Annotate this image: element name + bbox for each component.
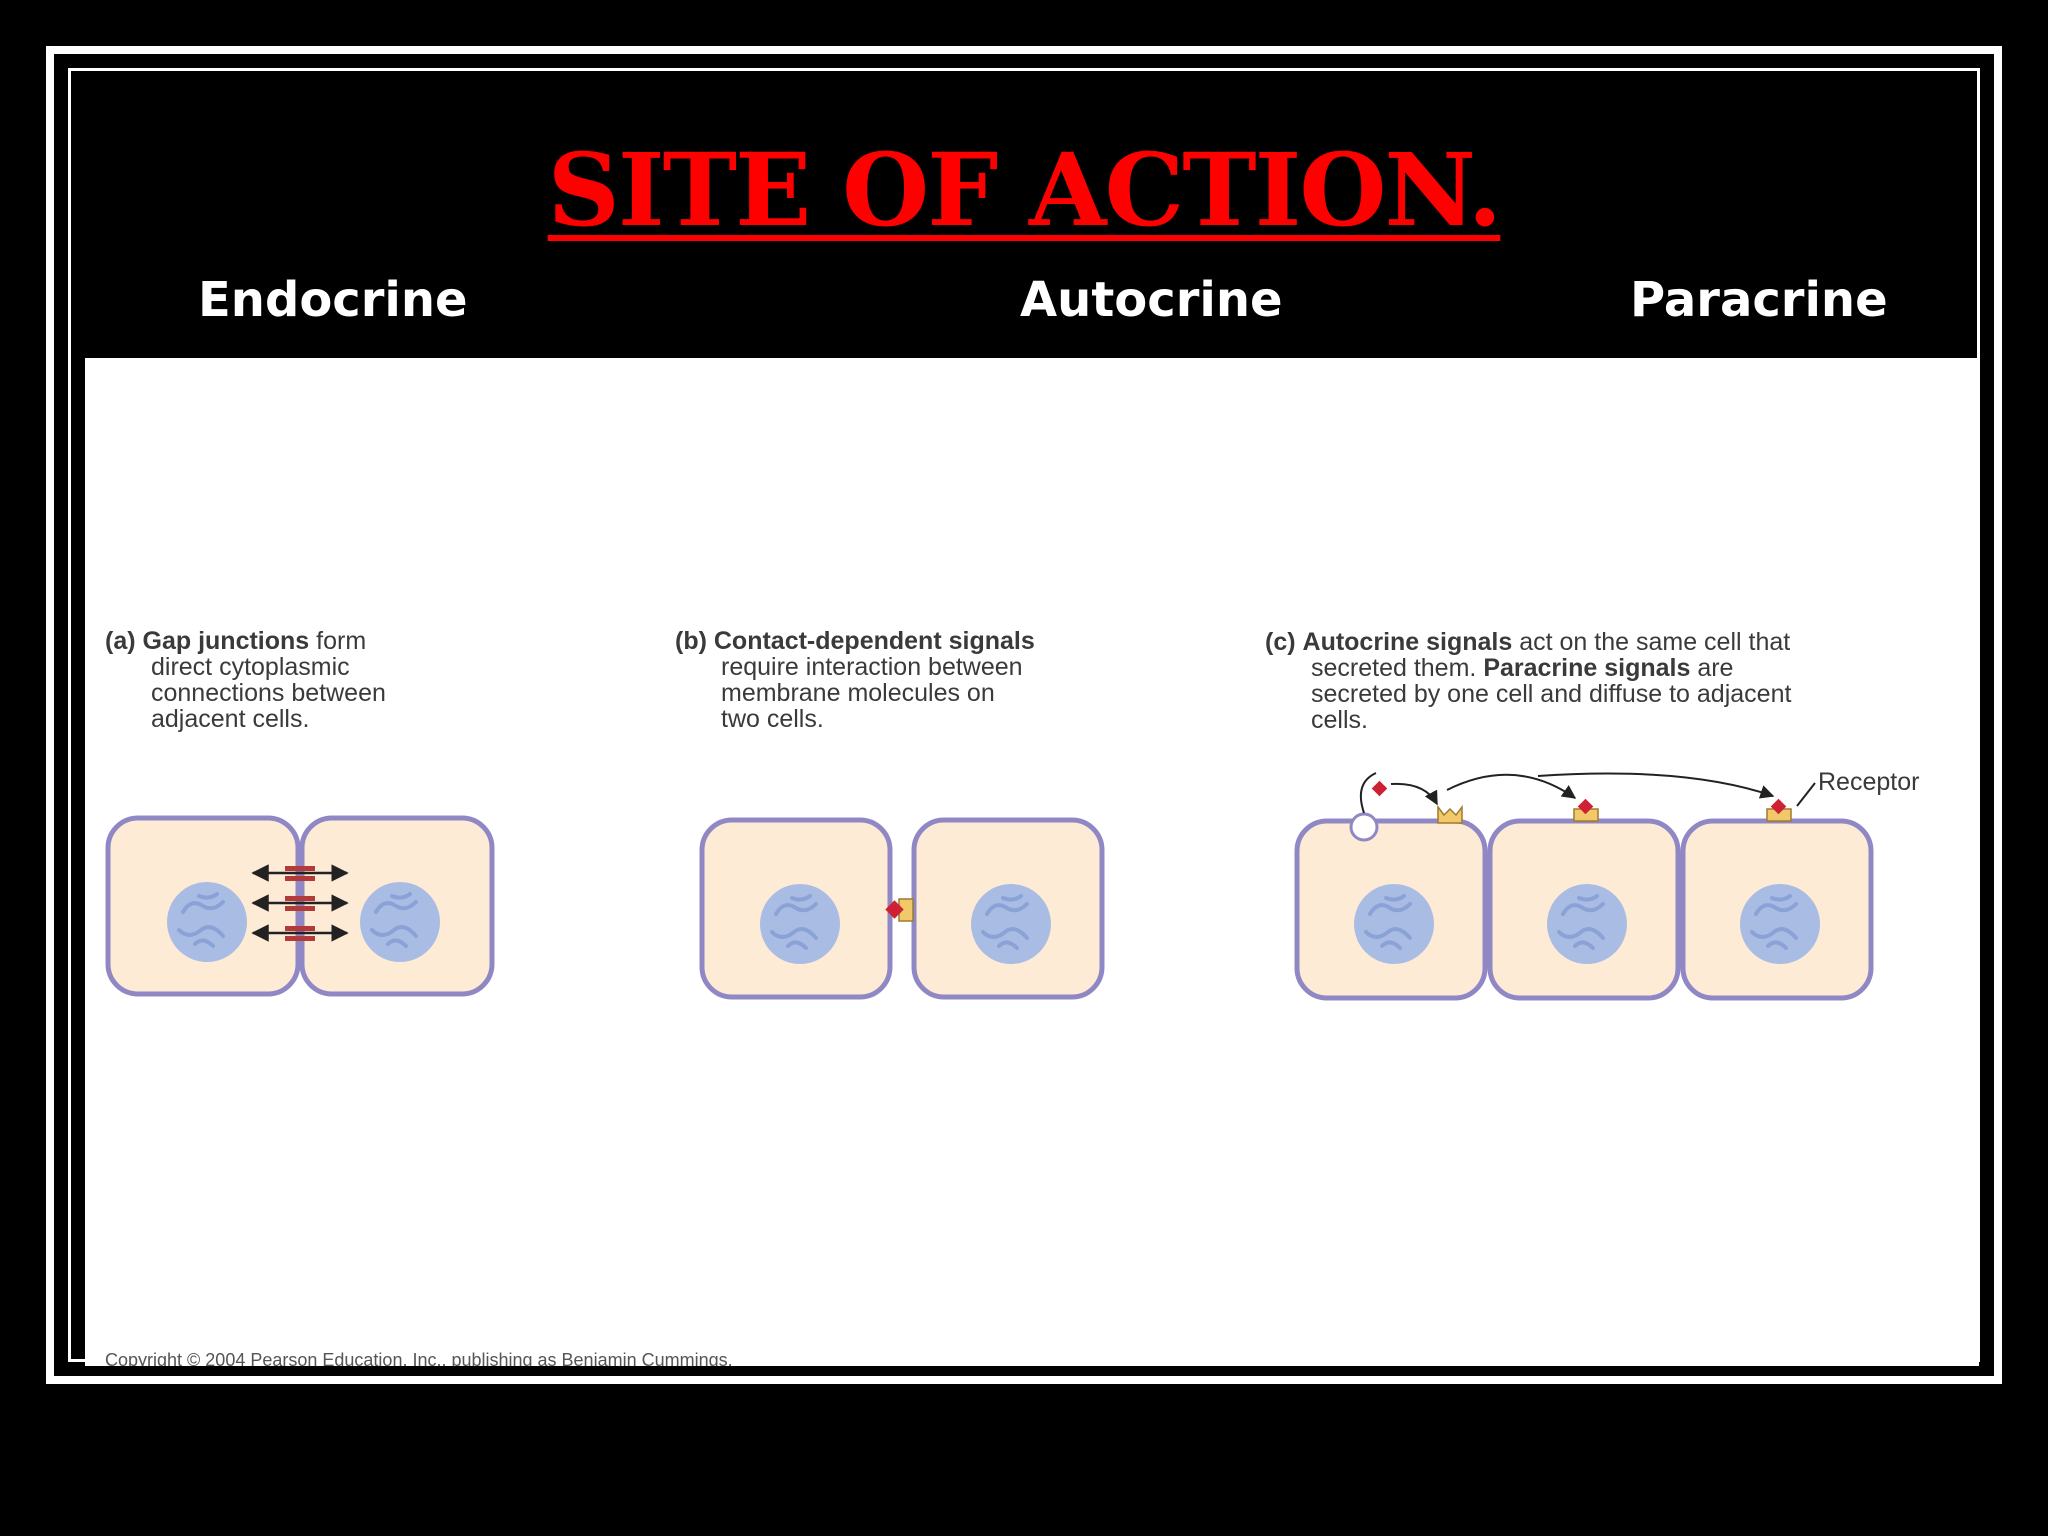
signal-arrows (1390, 772, 1816, 807)
panel-a-line2: direct cytoplasmic (151, 653, 350, 681)
panel-c-diagram (1294, 772, 1874, 1001)
membrane-signal-icon (885, 900, 904, 919)
slide-outer-frame (46, 46, 2002, 1384)
panel-b-bold: Contact-dependent signals (713, 627, 1035, 655)
panel-a-line4: adjacent cells. (151, 705, 310, 733)
secretion-path (1360, 772, 1377, 814)
panel-c-tag: (c) (1265, 628, 1296, 656)
panel-a-tag: (a) (105, 627, 136, 655)
nucleus-icon (969, 882, 1053, 966)
receptor-icon (1437, 804, 1463, 824)
panel-c-bold2: Paracrine signals (1483, 654, 1691, 682)
secretory-vesicle-icon (1349, 812, 1379, 842)
slide-title: SITE OF ACTION. (0, 130, 2048, 250)
panel-b-diagram (699, 817, 1105, 1000)
panel-b-tag: (b) (675, 627, 707, 655)
panel-c-line2-rest: are (1690, 654, 1734, 682)
nucleus-icon (758, 882, 842, 966)
panel-a-line1: form (309, 627, 367, 655)
panel-a-line3: connections between (151, 679, 386, 707)
panel-a-caption: (a) Gap junctions form direct cytoplasmi… (105, 628, 625, 732)
panel-c-line2-start: secreted them. (1311, 654, 1484, 682)
heading-paracrine: Paracrine (1630, 272, 1888, 328)
signal-molecule-icon (1577, 798, 1594, 815)
panel-b-caption: (b) Contact-dependent signals require in… (675, 628, 1235, 732)
heading-endocrine: Endocrine (198, 272, 468, 328)
nucleus-icon (1352, 882, 1436, 966)
nucleus-icon (1738, 882, 1822, 966)
panel-b-line4: two cells. (721, 705, 824, 733)
signal-molecule-icon (1371, 780, 1388, 797)
panel-c-line3: secreted by one cell and diffuse to adja… (1311, 680, 1792, 708)
nucleus-icon (1545, 882, 1629, 966)
receptor-label: Receptor (1818, 768, 1920, 796)
panel-c-bold1: Autocrine signals (1302, 628, 1513, 656)
panel-b-line2: require interaction between (721, 653, 1023, 681)
panel-a-bold: Gap junctions (142, 627, 310, 655)
panel-c-line1: act on the same cell that (1512, 628, 1791, 656)
gap-junction-arrows (251, 864, 349, 942)
panel-c-line4: cells. (1311, 706, 1368, 734)
cell-diagram-svg (105, 772, 1874, 1001)
panel-c-caption: (c) Autocrine signals act on the same ce… (1265, 629, 1975, 733)
copyright-notice: Copyright © 2004 Pearson Education, Inc.… (105, 1350, 733, 1366)
signal-molecule-icon (1770, 798, 1787, 815)
panel-b-line3: membrane molecules on (721, 679, 995, 707)
slide-title-text: SITE OF ACTION. (547, 131, 1503, 249)
nucleus-icon (165, 880, 249, 964)
heading-autocrine: Autocrine (1020, 272, 1283, 328)
panel-a-diagram (105, 815, 495, 997)
nucleus-icon (358, 880, 442, 964)
cell-signaling-figure: (a) Gap junctions form direct cytoplasmi… (85, 358, 1979, 1366)
